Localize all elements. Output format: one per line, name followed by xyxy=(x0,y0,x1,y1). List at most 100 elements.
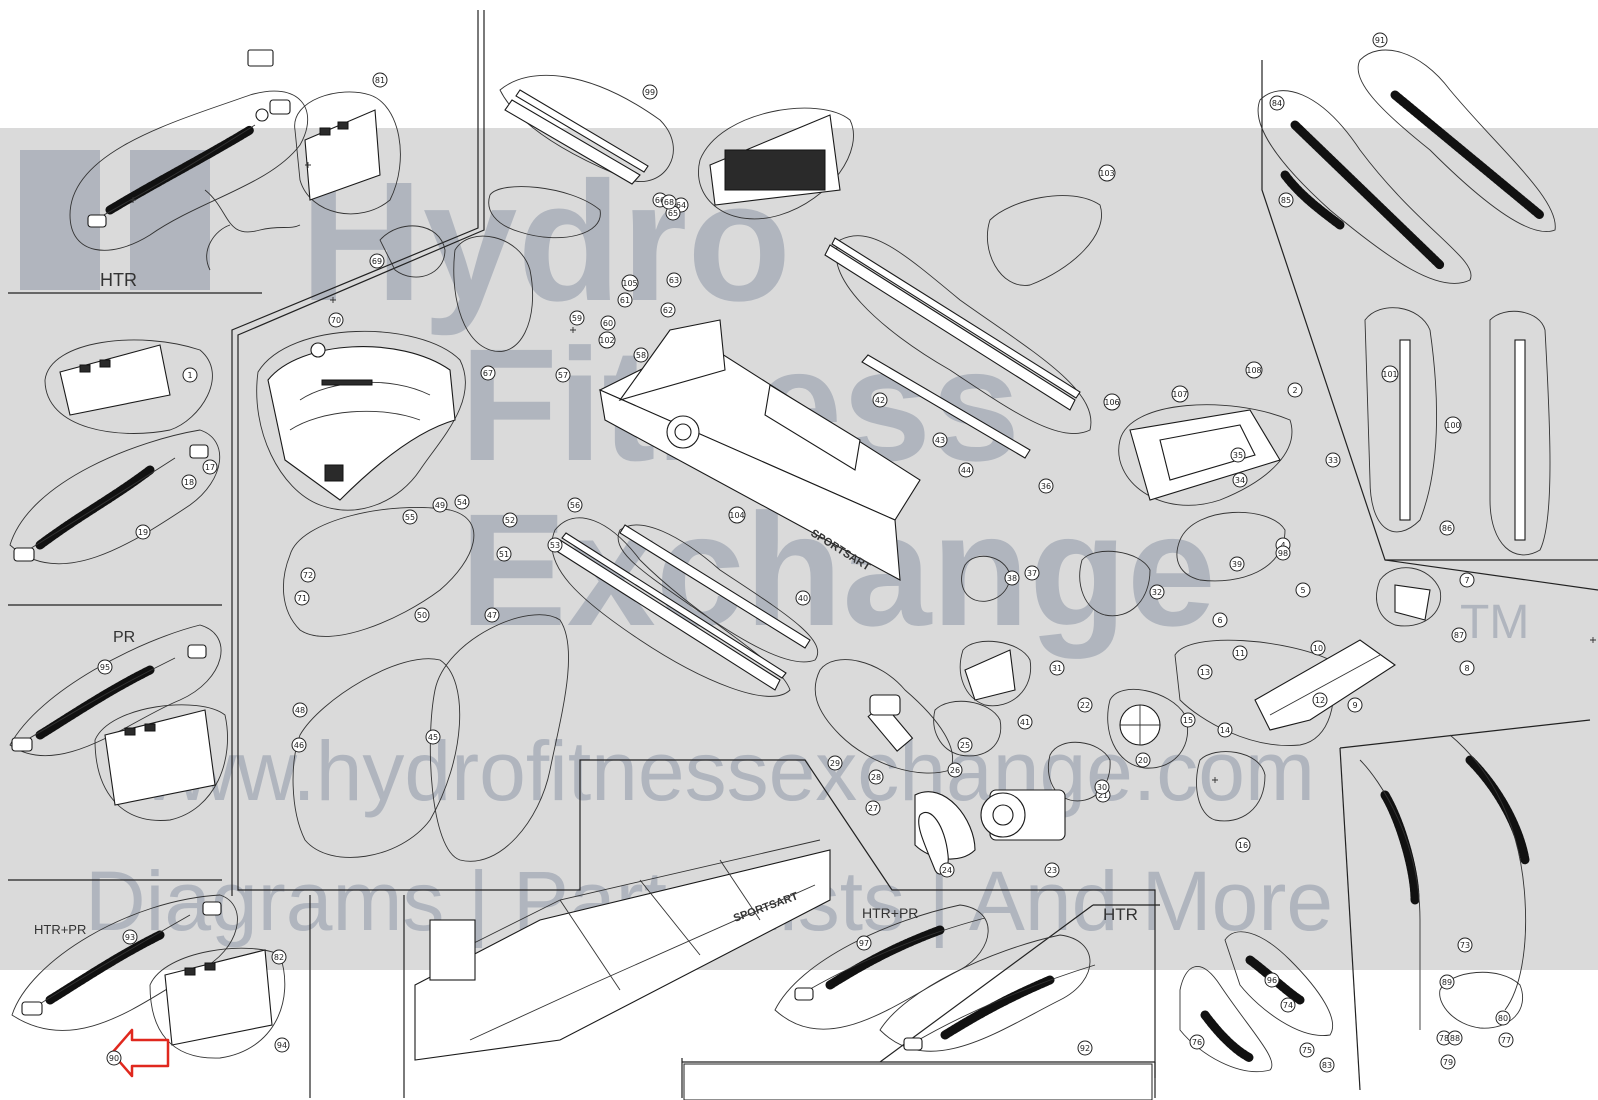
side-rails xyxy=(504,89,1081,691)
callout-2: 2 xyxy=(1287,382,1303,398)
callout-circle xyxy=(1347,697,1363,713)
callout-circle xyxy=(1498,1032,1514,1048)
callout-28: 28 xyxy=(868,769,884,785)
callout-circle xyxy=(1381,365,1399,383)
callout-circle xyxy=(1245,361,1263,379)
callout-circle xyxy=(1278,192,1294,208)
callout-circle xyxy=(1275,545,1291,561)
callout-102: 102 xyxy=(598,331,616,349)
callout-circle xyxy=(402,509,418,525)
callout-number: 86 xyxy=(1442,524,1452,533)
group-label-htr-top-left: HTR xyxy=(100,270,137,290)
callout-32: 32 xyxy=(1149,584,1165,600)
callout-circle xyxy=(666,272,682,288)
callout-82: 82 xyxy=(271,949,287,965)
callout-number: 87 xyxy=(1454,631,1464,640)
callout-106: 106 xyxy=(1103,393,1121,411)
callout-54: 54 xyxy=(454,494,470,510)
callout-91: 91 xyxy=(1372,32,1388,48)
callout-number: 100 xyxy=(1445,421,1460,430)
callout-number: 37 xyxy=(1027,569,1037,578)
fasteners xyxy=(130,162,1596,783)
callout-number: 84 xyxy=(1272,99,1282,108)
callout-59: 59 xyxy=(569,310,585,326)
callout-14: 14 xyxy=(1217,722,1233,738)
callout-number: 73 xyxy=(1460,941,1470,950)
callout-number: 39 xyxy=(1232,560,1242,569)
callout-circle xyxy=(1459,660,1475,676)
callout-number: 102 xyxy=(599,336,614,345)
callout-circle xyxy=(271,949,287,965)
callout-circle xyxy=(947,762,963,778)
callout-circle xyxy=(1439,520,1455,536)
callout-number: 56 xyxy=(570,501,580,510)
callout-circle xyxy=(567,497,583,513)
callout-50: 50 xyxy=(414,607,430,623)
callout-number: 29 xyxy=(830,759,840,768)
callout-circle xyxy=(939,862,955,878)
callout-number: 45 xyxy=(428,733,438,742)
callout-38: 38 xyxy=(1004,570,1020,586)
callout-number: 74 xyxy=(1283,1001,1293,1010)
blank-panel xyxy=(683,1063,1153,1100)
callout-number: 41 xyxy=(1020,718,1030,727)
callout-39: 39 xyxy=(1229,556,1245,572)
callout-number: 9 xyxy=(1352,701,1357,710)
callout-77: 77 xyxy=(1498,1032,1514,1048)
callout-number: 13 xyxy=(1200,668,1210,677)
callout-33: 33 xyxy=(1325,452,1341,468)
callout-number: 77 xyxy=(1501,1036,1511,1045)
callout-circle xyxy=(1149,584,1165,600)
callout-55: 55 xyxy=(402,509,418,525)
callout-number: 83 xyxy=(1322,1061,1332,1070)
callout-circle xyxy=(425,729,441,745)
callout-circle xyxy=(660,302,676,318)
callout-29: 29 xyxy=(827,755,843,771)
callout-100: 100 xyxy=(1444,416,1462,434)
callout-circle xyxy=(1098,164,1116,182)
callout-107: 107 xyxy=(1171,385,1189,403)
callout-number: 46 xyxy=(294,741,304,750)
callout-number: 22 xyxy=(1080,701,1090,710)
callout-circle xyxy=(856,935,872,951)
callout-circle xyxy=(432,497,448,513)
callout-number: 15 xyxy=(1183,716,1193,725)
callout-number: 21 xyxy=(1098,791,1108,800)
callout-83: 83 xyxy=(1319,1057,1335,1073)
callout-circle xyxy=(633,347,649,363)
callout-circle xyxy=(369,253,385,269)
callout-circle xyxy=(1077,1040,1093,1056)
callout-93: 93 xyxy=(122,929,138,945)
callout-51: 51 xyxy=(496,546,512,562)
callout-number: 85 xyxy=(1281,196,1291,205)
callout-circle xyxy=(865,800,881,816)
callout-circle xyxy=(932,432,948,448)
callout-5: 5 xyxy=(1295,582,1311,598)
incline-motor xyxy=(867,649,1016,752)
bottom-right-handlebars xyxy=(794,917,1305,1063)
callout-number: 38 xyxy=(1007,574,1017,583)
callout-circle xyxy=(1094,779,1110,795)
front-panel xyxy=(709,114,841,206)
callout-circle xyxy=(1232,645,1248,661)
callout-22: 22 xyxy=(1077,697,1093,713)
callout-26: 26 xyxy=(947,762,963,778)
callout-circle xyxy=(1447,1030,1463,1046)
callout-circle xyxy=(328,312,344,328)
callout-circle xyxy=(106,1050,122,1066)
callout-number: 105 xyxy=(622,279,637,288)
callout-circle xyxy=(496,546,512,562)
callout-53: 53 xyxy=(547,537,563,553)
callout-61: 61 xyxy=(617,292,633,308)
callout-number: 90 xyxy=(109,1054,119,1063)
callout-79: 79 xyxy=(1440,1054,1456,1070)
callout-circle xyxy=(617,292,633,308)
callout-11: 11 xyxy=(1232,645,1248,661)
callout-number: 65 xyxy=(668,209,678,218)
callout-36: 36 xyxy=(1038,478,1054,494)
callout-72: 72 xyxy=(300,567,316,583)
callout-number: 8 xyxy=(1464,664,1469,673)
group-label-htr-pr-bottom-left: HTR+PR xyxy=(34,922,86,937)
